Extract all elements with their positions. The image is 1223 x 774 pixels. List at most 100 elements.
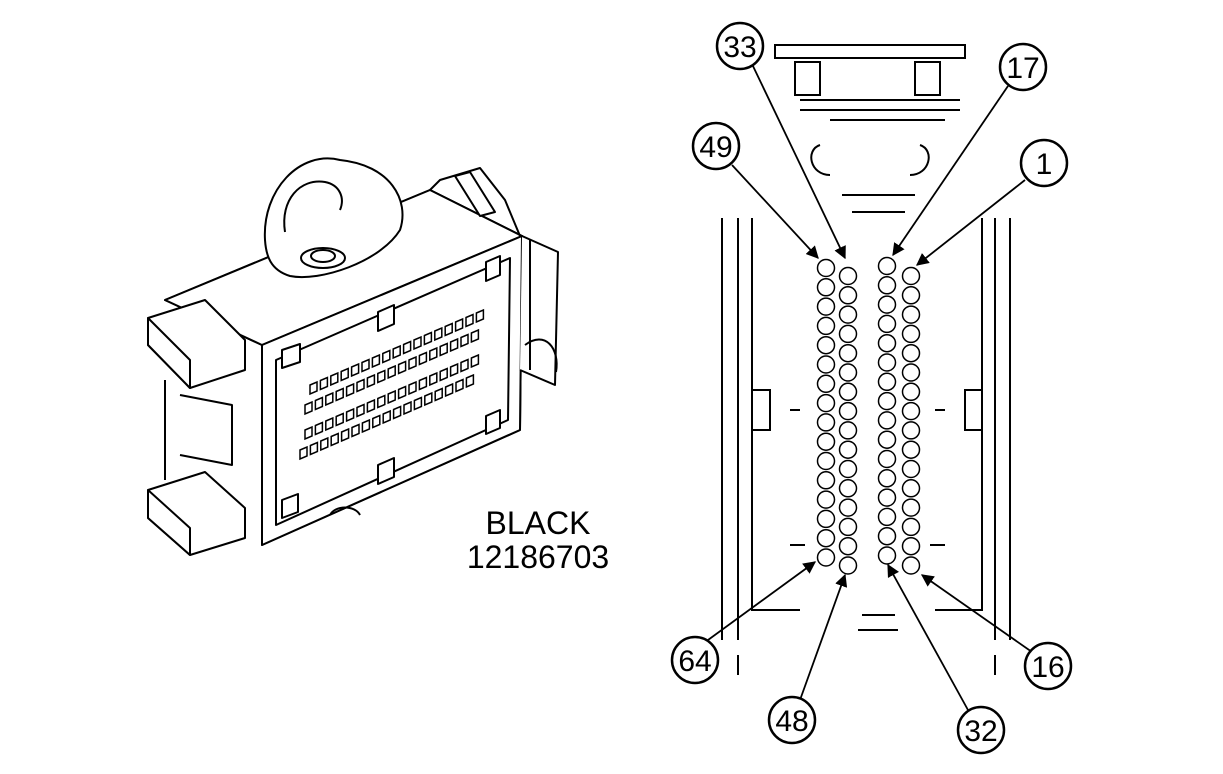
connector-cavity bbox=[440, 369, 447, 381]
terminal-pin bbox=[879, 277, 896, 294]
leader-33 bbox=[752, 64, 845, 260]
terminal-pin bbox=[818, 472, 835, 489]
connector-cavity bbox=[321, 438, 328, 450]
connector-cavity bbox=[336, 414, 343, 426]
leader-48 bbox=[800, 573, 848, 700]
connector-cavity bbox=[331, 373, 338, 385]
leader-16 bbox=[920, 575, 1032, 652]
connector-cavity bbox=[378, 396, 385, 408]
connector-cavity bbox=[419, 353, 426, 365]
connector-cavity bbox=[352, 425, 359, 437]
connector-cavity bbox=[471, 330, 478, 342]
connector-cavity bbox=[341, 369, 348, 381]
connector-cavity bbox=[424, 333, 431, 345]
terminal-pin bbox=[840, 518, 857, 535]
terminal-pin bbox=[879, 373, 896, 390]
callout-32: 32 bbox=[958, 707, 1004, 753]
connector-cavity bbox=[388, 391, 395, 403]
connector-cavity bbox=[451, 364, 458, 376]
leader-1 bbox=[916, 180, 1025, 266]
callout-16: 16 bbox=[1025, 643, 1071, 689]
terminal-face-outline bbox=[722, 45, 1010, 675]
connector-cavity bbox=[310, 382, 317, 394]
connector-cavity bbox=[430, 348, 437, 360]
terminal-pin bbox=[903, 364, 920, 381]
connector-body-illustration bbox=[148, 158, 558, 555]
connector-cavity bbox=[435, 328, 442, 340]
connector-cavity bbox=[476, 310, 483, 322]
terminal-pin bbox=[818, 337, 835, 354]
terminal-pin bbox=[903, 461, 920, 478]
connector-cavity bbox=[466, 315, 473, 327]
connector-cavity bbox=[336, 389, 343, 401]
terminal-pin bbox=[903, 306, 920, 323]
terminal-pin bbox=[879, 431, 896, 448]
terminal-pin bbox=[879, 508, 896, 525]
terminal-pin bbox=[879, 258, 896, 275]
terminal-pin bbox=[879, 393, 896, 410]
terminal-pin bbox=[818, 317, 835, 334]
connector-cavity bbox=[445, 324, 452, 336]
terminal-pin bbox=[879, 412, 896, 429]
connector-cavity bbox=[331, 434, 338, 446]
terminal-pin bbox=[879, 470, 896, 487]
terminal-pin bbox=[879, 315, 896, 332]
terminal-pin bbox=[818, 453, 835, 470]
terminal-pin bbox=[903, 422, 920, 439]
connector-cavity bbox=[419, 378, 426, 390]
terminal-pin bbox=[818, 433, 835, 450]
terminal-pin bbox=[840, 383, 857, 400]
terminal-pin bbox=[879, 296, 896, 313]
terminal-pin bbox=[840, 557, 857, 574]
connector-cavity bbox=[409, 357, 416, 369]
callout-16-label: 16 bbox=[1031, 651, 1064, 684]
terminal-pin bbox=[818, 395, 835, 412]
connector-cavity bbox=[456, 319, 463, 331]
terminal-pin bbox=[818, 510, 835, 527]
terminal-pin bbox=[818, 414, 835, 431]
connector-cavity bbox=[342, 429, 349, 441]
callout-33: 33 bbox=[717, 23, 763, 69]
connector-cavity bbox=[315, 423, 322, 435]
terminal-pin bbox=[879, 489, 896, 506]
terminal-pin bbox=[818, 260, 835, 277]
terminal-pin bbox=[903, 557, 920, 574]
terminal-pin bbox=[840, 499, 857, 516]
terminal-pin bbox=[903, 268, 920, 285]
terminal-pin bbox=[840, 538, 857, 555]
callout-17-label: 17 bbox=[1006, 52, 1039, 85]
terminal-pin bbox=[840, 345, 857, 362]
connector-cavity bbox=[388, 366, 395, 378]
terminal-pin bbox=[840, 441, 857, 458]
connector-cavity-grid bbox=[300, 310, 483, 459]
callout-leaders bbox=[708, 64, 1032, 710]
terminal-pin bbox=[903, 441, 920, 458]
terminal-pin bbox=[840, 480, 857, 497]
connector-cavity bbox=[347, 409, 354, 421]
connector-cavity bbox=[414, 398, 421, 410]
terminal-pin bbox=[879, 528, 896, 545]
terminal-pin bbox=[840, 364, 857, 381]
connector-cavity bbox=[383, 351, 390, 363]
leader-49 bbox=[732, 165, 819, 259]
terminal-pin bbox=[818, 356, 835, 373]
terminal-pin bbox=[840, 461, 857, 478]
terminal-pin bbox=[903, 499, 920, 516]
connector-cavity bbox=[440, 344, 447, 356]
connector-cavity bbox=[347, 384, 354, 396]
terminal-pin bbox=[840, 422, 857, 439]
connector-cavity bbox=[404, 402, 411, 414]
terminal-pin bbox=[903, 518, 920, 535]
connector-cavity bbox=[404, 342, 411, 354]
connector-cavity bbox=[430, 373, 437, 385]
leader-32 bbox=[888, 563, 968, 710]
connector-cavity bbox=[362, 420, 369, 432]
connector-cavity bbox=[446, 384, 453, 396]
terminal-pin bbox=[840, 268, 857, 285]
connector-cavity bbox=[393, 346, 400, 358]
connector-part-number: 12186703 bbox=[467, 539, 609, 575]
connector-cavity bbox=[414, 337, 421, 349]
terminal-pin bbox=[879, 547, 896, 564]
terminal-pin bbox=[818, 491, 835, 508]
